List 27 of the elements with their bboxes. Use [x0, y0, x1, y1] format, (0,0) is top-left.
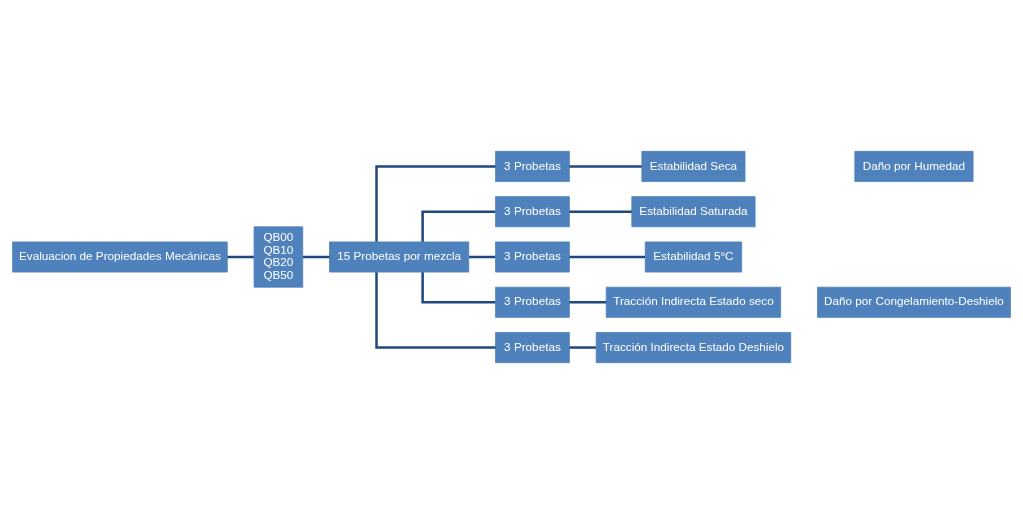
node-box: Daño por Congelamiento-Deshielo: [817, 286, 1011, 318]
node-box: Estabilidad Seca: [641, 150, 746, 182]
connector: [569, 300, 607, 304]
node-box: Evaluacion de Propiedades Mecánicas: [12, 241, 228, 272]
connector: [468, 255, 496, 258]
connector: [421, 209, 496, 242]
node-box: Estabilidad Saturada: [631, 195, 756, 227]
node-box: QB00 QB10 QB20 QB50: [253, 225, 304, 288]
connector: [569, 209, 632, 213]
node-box: 15 Probetas por mezcla: [329, 241, 470, 272]
connector: [569, 255, 646, 258]
node-box: 3 Probetas: [495, 331, 570, 363]
connector: [421, 271, 496, 304]
node-box: Estabilidad 5°C: [644, 241, 743, 272]
connector: [569, 164, 642, 168]
node-box: 3 Probetas: [495, 195, 570, 227]
connector: [569, 345, 596, 349]
connector: [375, 164, 496, 242]
connector: [227, 255, 254, 258]
node-box: Tracción Indirecta Estado seco: [605, 286, 782, 318]
node-box: 3 Probetas: [495, 150, 570, 182]
node-box: 3 Probetas: [495, 241, 570, 272]
node-box: Tracción Indirecta Estado Deshielo: [595, 331, 792, 363]
connector: [375, 271, 496, 349]
node-box: 3 Probetas: [495, 286, 570, 318]
node-box: Daño por Humedad: [854, 150, 974, 182]
connector: [302, 255, 330, 258]
